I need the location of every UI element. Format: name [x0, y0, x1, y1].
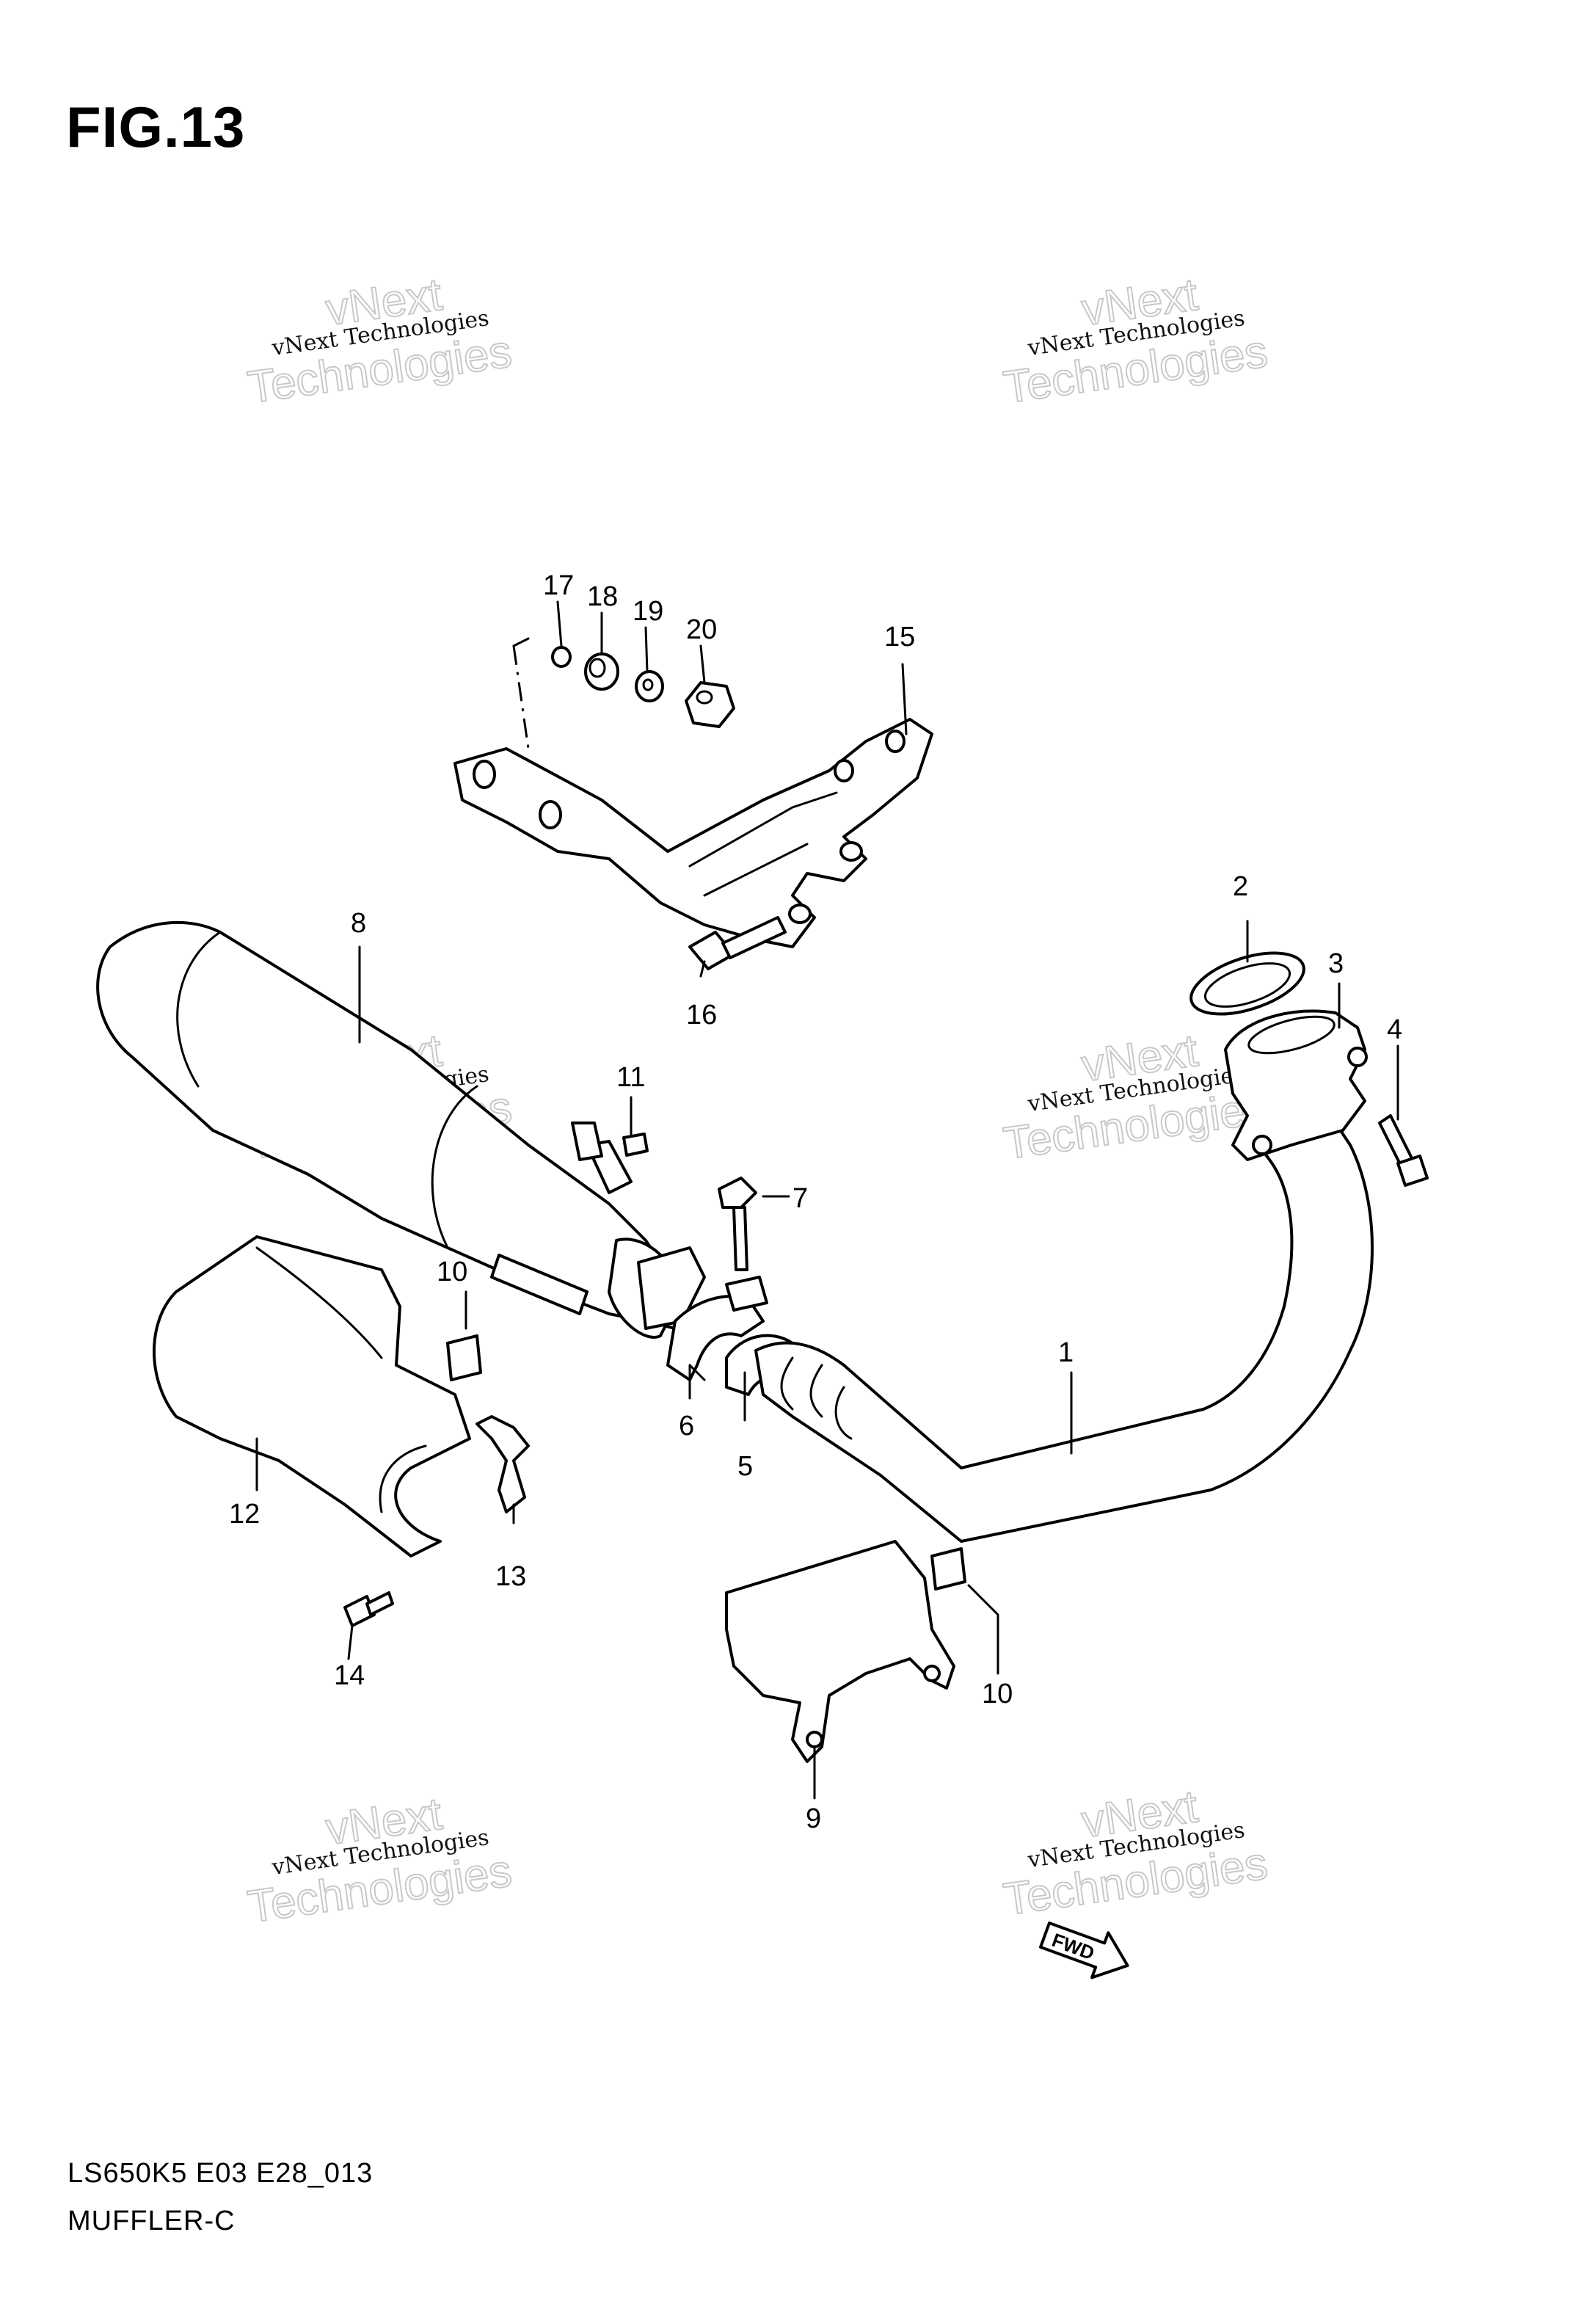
callout-12: 12	[229, 1499, 260, 1530]
callout-6: 6	[679, 1411, 694, 1442]
part-7-bolt	[718, 1177, 757, 1271]
callout-18: 18	[587, 581, 618, 612]
callout-14: 14	[334, 1660, 365, 1691]
callout-3: 3	[1328, 948, 1344, 979]
watermark: vNext vNext Technologies Technologies	[244, 269, 515, 414]
part-19-washer	[635, 670, 664, 702]
callout-labels: 1 2 3 4 5 6 7 8 9 10 10 11 12 13 14 15 1…	[229, 570, 1402, 1834]
callout-19: 19	[633, 596, 663, 627]
callout-7: 7	[792, 1183, 808, 1214]
callout-20: 20	[686, 614, 717, 645]
part-11-screw	[622, 1133, 649, 1157]
watermark: vNext vNext Technologies Technologies	[999, 269, 1271, 414]
part-3-exhaust-joint	[1224, 1009, 1368, 1161]
leader-lines	[255, 600, 1399, 1800]
callout-11: 11	[616, 1062, 645, 1093]
part-2-gasket	[1189, 951, 1305, 1016]
callout-15: 15	[884, 622, 915, 652]
callout-8: 8	[351, 908, 366, 939]
part-18-bushing	[584, 652, 619, 691]
section-name: MUFFLER-C	[68, 2206, 236, 2236]
part-13-clamp	[475, 1415, 530, 1513]
callout-17: 17	[543, 570, 574, 601]
part-10-pad	[930, 1547, 966, 1591]
part-12-muffler-cover	[153, 1235, 471, 1557]
fwd-arrow-icon: FWD	[1039, 1922, 1129, 1980]
part-8-muffler	[96, 920, 706, 1339]
callout-2: 2	[1233, 871, 1248, 902]
part-17-washer	[551, 646, 572, 668]
watermark: vNext vNext Technologies Technologies	[999, 1025, 1271, 1170]
callout-4: 4	[1387, 1014, 1402, 1045]
part-6-clamp	[666, 1276, 768, 1381]
callout-10a: 10	[437, 1257, 467, 1287]
part-1-exhaust-pipe	[754, 1099, 1374, 1543]
model-code: LS650K5 E03 E28_013	[68, 2158, 374, 2189]
part-15-bracket	[453, 637, 933, 948]
part-9-heat-shield	[725, 1540, 955, 1763]
callout-1: 1	[1058, 1337, 1074, 1368]
part-4-bolt	[1378, 1114, 1429, 1187]
part-14-bolt	[343, 1591, 394, 1627]
part-16-bolt	[688, 916, 787, 970]
part-20-nut	[685, 681, 735, 728]
part-10-pad	[446, 1334, 482, 1381]
callout-9: 9	[806, 1803, 821, 1834]
watermark: vNext vNext Technologies Technologies	[244, 1788, 515, 1933]
figure-title: FIG.13	[66, 95, 246, 159]
callout-16: 16	[686, 1000, 717, 1030]
callout-13: 13	[495, 1561, 526, 1592]
watermark: vNext vNext Technologies Technologies	[999, 1781, 1271, 1926]
callout-5: 5	[737, 1451, 753, 1482]
callout-10b: 10	[982, 1679, 1013, 1709]
